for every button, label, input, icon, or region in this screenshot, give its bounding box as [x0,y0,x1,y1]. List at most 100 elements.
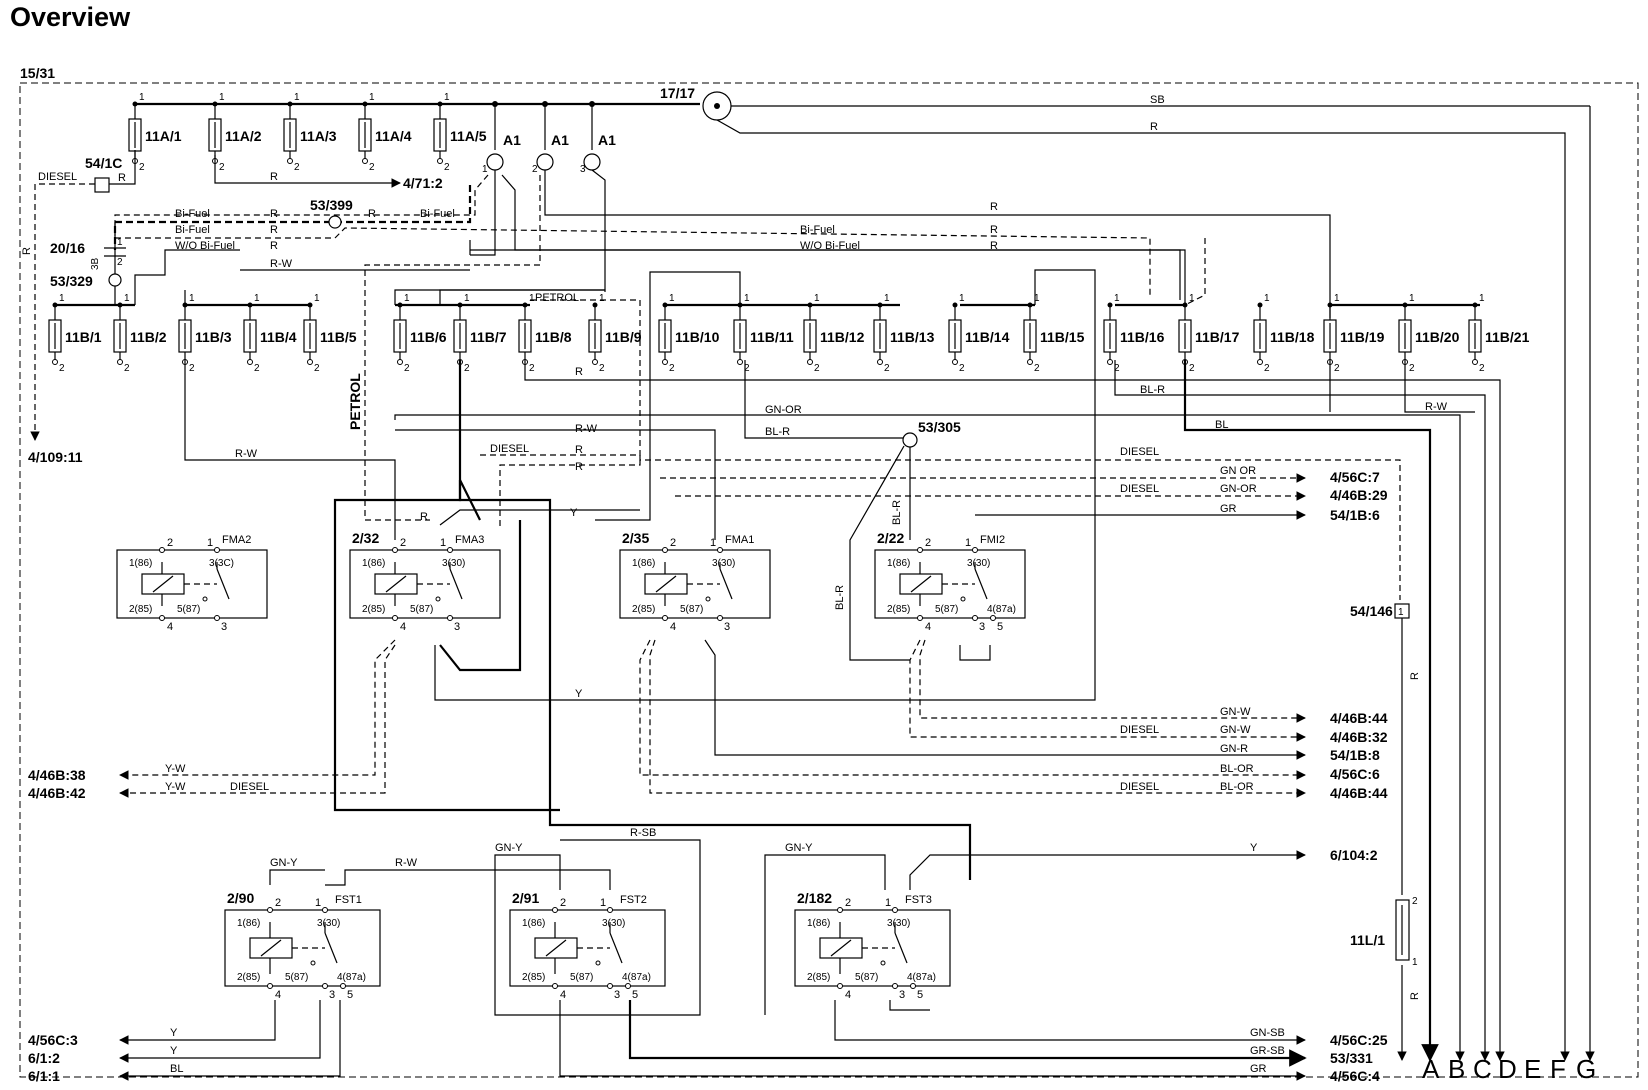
svg-text:53/329: 53/329 [50,273,93,289]
bus-letter: A [1422,1054,1440,1084]
svg-text:2: 2 [1409,363,1415,374]
svg-text:2: 2 [959,363,965,374]
relay-number: 2/91 [512,890,539,906]
svg-text:R: R [575,366,583,378]
svg-text:Y: Y [1250,842,1258,854]
svg-text:R: R [420,511,428,523]
dest-left-label: 4/56C:3 [28,1032,78,1048]
destinations-left: 4/46B:384/46B:424/56C:36/1:26/1:1 [28,767,86,1084]
fuses_b-fuse-label: 11B/8 [535,329,572,345]
svg-text:5(87): 5(87) [570,972,593,983]
relay-number: 2/35 [622,530,649,546]
svg-text:2(85): 2(85) [807,972,830,983]
svg-text:1: 1 [1479,293,1485,304]
svg-text:R: R [270,240,278,252]
svg-text:2: 2 [189,363,195,374]
svg-text:GR: GR [1250,1063,1267,1075]
frame-label: 15/31 [20,65,55,81]
svg-text:1: 1 [314,293,320,304]
svg-text:GN OR: GN OR [1220,465,1256,477]
svg-text:11L/1: 11L/1 [1350,932,1385,948]
svg-text:1(86): 1(86) [807,918,830,929]
svg-text:PETROL: PETROL [535,292,579,304]
svg-text:2: 2 [670,537,676,549]
svg-text:2: 2 [884,363,890,374]
svg-text:DIESEL: DIESEL [1120,724,1159,736]
svg-text:1(86): 1(86) [522,918,545,929]
dest-right-label: 4/56C:25 [1330,1032,1388,1048]
svg-text:R: R [575,461,583,473]
svg-text:2: 2 [444,162,450,173]
svg-text:53/399: 53/399 [310,197,353,213]
dest-right-label: 4/56C:4 [1330,1068,1380,1084]
fuse-row-11b: 1211B/11211B/21211B/31211B/41211B/51211B… [48,293,1530,374]
svg-text:3: 3 [580,164,586,175]
svg-text:2(85): 2(85) [632,604,655,615]
svg-text:2: 2 [275,897,281,909]
fuses_b-fuse-label: 11B/13 [890,329,935,345]
destinations-right: 4/56C:74/46B:2954/1B:64/46B:444/46B:3254… [1330,469,1388,1084]
svg-text:BL-OR: BL-OR [1220,763,1254,775]
svg-text:GN-Y: GN-Y [270,857,298,869]
svg-text:W/O Bi-Fuel: W/O Bi-Fuel [800,240,860,252]
bus-letter: G [1576,1054,1596,1084]
svg-text:1: 1 [1264,293,1270,304]
relay-number: 2/22 [877,530,904,546]
svg-text:3(30): 3(30) [602,918,625,929]
svg-text:2(85): 2(85) [887,604,910,615]
svg-text:4(87a): 4(87a) [987,604,1016,615]
relay-id: FMA2 [222,534,251,546]
fuses_b-fuse-label: 11B/1 [65,329,102,345]
svg-text:5(87): 5(87) [285,972,308,983]
svg-text:3: 3 [614,989,620,1001]
svg-text:R: R [575,444,583,456]
fuses_b-fuse-label: 11B/2 [130,329,167,345]
splice-53-399 [328,215,342,229]
svg-text:DIESEL: DIESEL [490,443,529,455]
svg-text:DIESEL: DIESEL [230,781,269,793]
fuses_b-fuse-label: 11B/17 [1195,329,1240,345]
svg-text:3(30): 3(30) [712,558,735,569]
dest-left-label: 4/46B:38 [28,767,86,783]
fuses_a-fuse-label: 11A/4 [375,128,412,144]
wire-sb: SB [1150,94,1165,106]
svg-text:1: 1 [315,897,321,909]
dest-top-0: 4/71:2 [403,175,443,191]
dest-left-0: 4/109:11 [28,449,83,465]
central-node-label: 17/17 [660,85,695,101]
fuses_a-fuse-label: 11A/5 [450,128,487,144]
svg-text:5: 5 [632,989,638,1001]
fuses_b-fuse-label: 11B/18 [1270,329,1315,345]
svg-text:BL-R: BL-R [891,500,903,525]
svg-text:1: 1 [959,293,965,304]
svg-text:Bi-Fuel: Bi-Fuel [175,208,210,220]
svg-text:Bi-Fuel: Bi-Fuel [800,224,835,236]
fuses_b-fuse-label: 11B/10 [675,329,720,345]
svg-text:3(30): 3(30) [442,558,465,569]
svg-text:R: R [368,208,376,220]
svg-text:2: 2 [1114,363,1120,374]
svg-text:R: R [990,240,998,252]
svg-text:GN-R: GN-R [1220,743,1248,755]
svg-text:3: 3 [454,621,460,633]
relay-number: 2/182 [797,890,832,906]
bus-letter: C [1473,1054,1492,1084]
svg-text:2: 2 [139,162,145,173]
svg-text:DIESEL: DIESEL [1120,483,1159,495]
svg-text:1: 1 [219,92,225,103]
relay-number: 2/90 [227,890,254,906]
svg-text:Y: Y [570,507,578,519]
relay-id: FST3 [905,894,932,906]
dest-right-label: 4/46B:32 [1330,729,1388,745]
svg-text:1: 1 [884,293,890,304]
